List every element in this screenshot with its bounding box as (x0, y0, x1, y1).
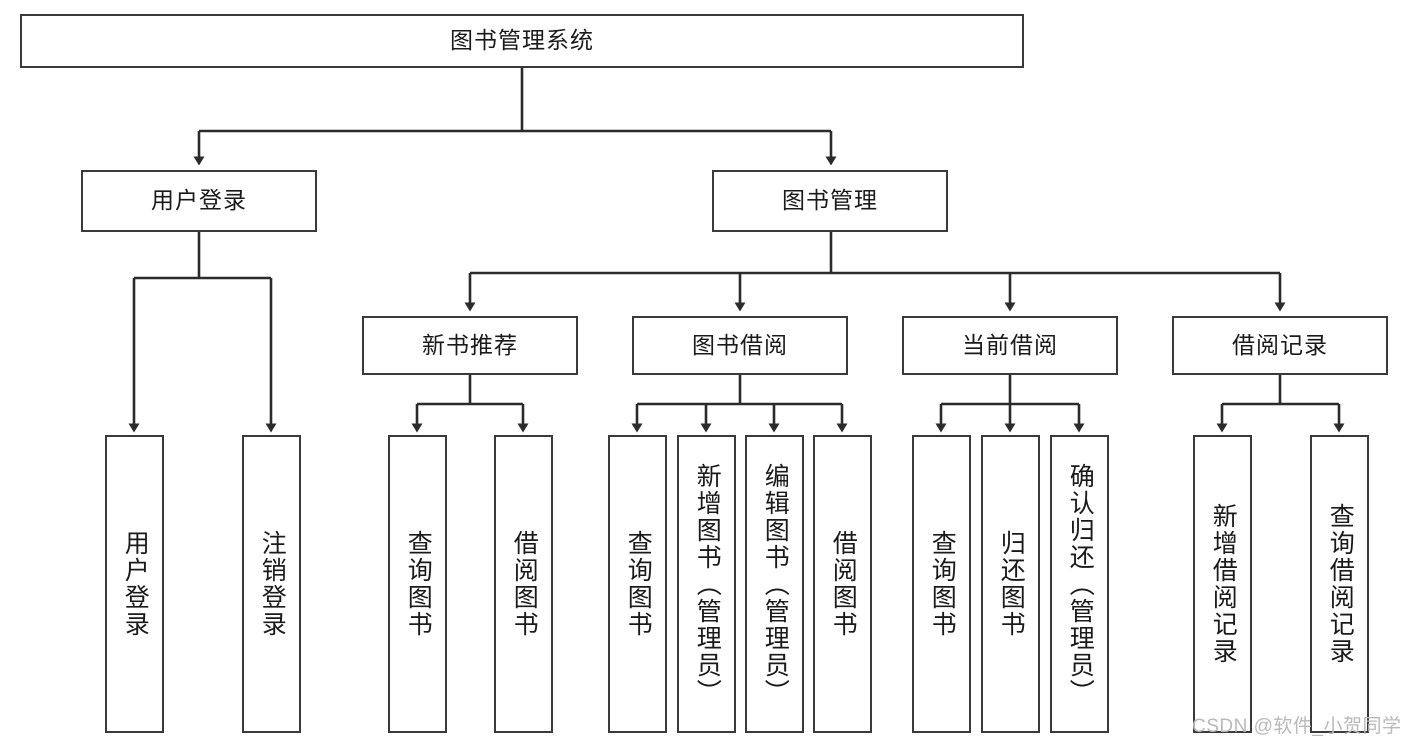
node-leaf-query-record-label: 查询借阅记录 (1326, 503, 1355, 665)
node-leaf-borrow-book-2[interactable]: 借阅图书 (813, 435, 872, 733)
node-new-book-rec-label: 新书推荐 (422, 331, 518, 358)
node-user-login[interactable]: 用户登录 (81, 170, 317, 232)
node-leaf-query-record[interactable]: 查询借阅记录 (1310, 435, 1369, 733)
node-leaf-add-record[interactable]: 新增借阅记录 (1193, 435, 1252, 733)
node-leaf-query-book-1[interactable]: 查询图书 (388, 435, 447, 733)
node-new-book-rec[interactable]: 新书推荐 (362, 316, 578, 375)
node-book-manage[interactable]: 图书管理 (712, 170, 948, 232)
node-leaf-query-book-1-label: 查询图书 (404, 530, 433, 638)
node-current-borrow[interactable]: 当前借阅 (902, 316, 1118, 375)
node-root[interactable]: 图书管理系统 (20, 14, 1024, 68)
node-borrow-record[interactable]: 借阅记录 (1172, 316, 1388, 375)
node-leaf-query-book-3-label: 查询图书 (928, 530, 957, 638)
node-leaf-add-book-label: 新增图书（管理员） (693, 462, 722, 706)
node-leaf-user-login-label: 用户登录 (121, 530, 150, 638)
node-book-borrow[interactable]: 图书借阅 (632, 316, 848, 375)
node-user-login-label: 用户登录 (151, 187, 247, 214)
node-leaf-borrow-book-1-label: 借阅图书 (510, 530, 539, 638)
node-leaf-query-book-3[interactable]: 查询图书 (912, 435, 971, 733)
node-leaf-edit-book[interactable]: 编辑图书（管理员） (745, 435, 804, 733)
node-leaf-return-book-label: 归还图书 (997, 530, 1026, 638)
node-leaf-logout-label: 注销登录 (258, 530, 287, 638)
node-leaf-edit-book-label: 编辑图书（管理员） (761, 462, 790, 706)
node-leaf-query-book-2[interactable]: 查询图书 (608, 435, 667, 733)
node-leaf-logout[interactable]: 注销登录 (242, 435, 301, 733)
node-leaf-confirm-return[interactable]: 确认归还（管理员） (1050, 435, 1109, 733)
node-borrow-record-label: 借阅记录 (1232, 331, 1328, 358)
node-leaf-borrow-book-2-label: 借阅图书 (829, 530, 858, 638)
node-current-borrow-label: 当前借阅 (962, 331, 1058, 358)
node-leaf-borrow-book-1[interactable]: 借阅图书 (494, 435, 553, 733)
node-leaf-query-book-2-label: 查询图书 (624, 530, 653, 638)
node-leaf-add-record-label: 新增借阅记录 (1209, 503, 1238, 665)
node-leaf-add-book[interactable]: 新增图书（管理员） (677, 435, 736, 733)
node-root-label: 图书管理系统 (450, 27, 594, 54)
watermark-text: CSDN @软件_小贺同学 (1192, 716, 1402, 737)
node-leaf-return-book[interactable]: 归还图书 (981, 435, 1040, 733)
node-leaf-confirm-return-label: 确认归还（管理员） (1066, 462, 1095, 706)
node-book-borrow-label: 图书借阅 (692, 331, 788, 358)
node-book-manage-label: 图书管理 (782, 187, 878, 214)
node-leaf-user-login[interactable]: 用户登录 (105, 435, 164, 733)
